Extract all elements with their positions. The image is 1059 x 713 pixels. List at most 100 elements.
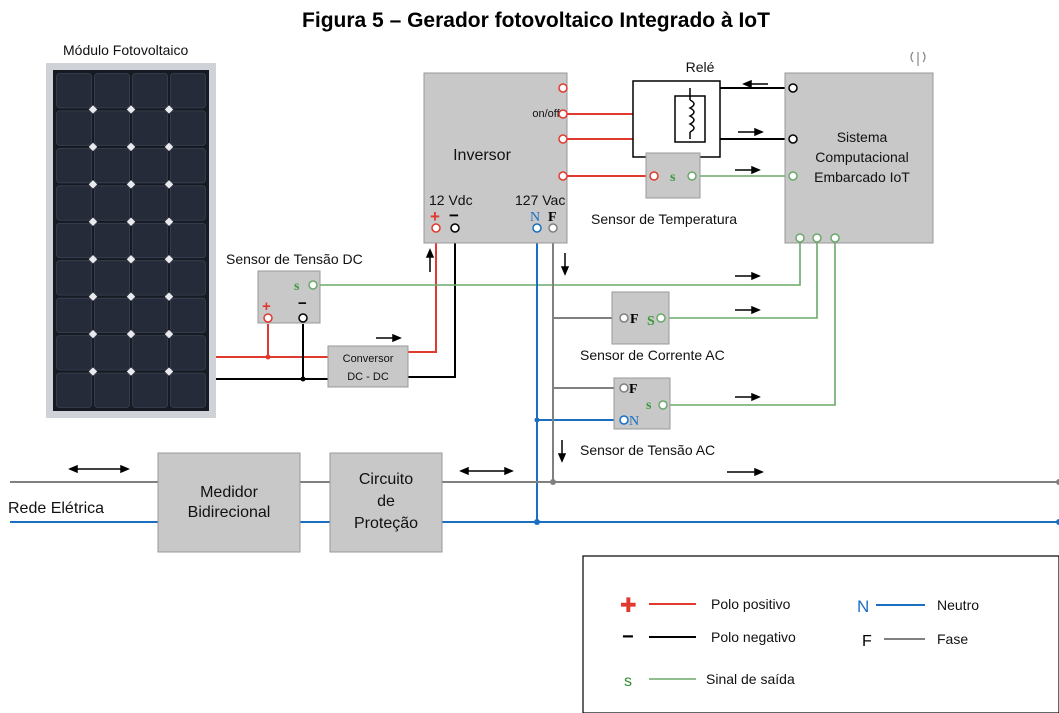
sensor-temperatura-block: s Sensor de Temperatura	[591, 152, 737, 227]
panel-cell-joint	[164, 217, 174, 227]
sensor-dc-pos: +	[262, 298, 271, 315]
panel-cell	[94, 260, 130, 296]
panel-cell	[170, 372, 206, 408]
inversor-n-symbol: N	[530, 210, 540, 225]
panel-cell	[56, 147, 92, 184]
panel-cell-joint	[126, 142, 136, 152]
sensor-tensao-ac-label: Sensor de Tensão AC	[580, 442, 715, 458]
panel-cell	[132, 335, 168, 371]
panel-label: Módulo Fotovoltaico	[63, 42, 189, 58]
legend-negative-symbol: −	[622, 626, 634, 648]
panel-cell	[132, 110, 168, 146]
medidor-line2: Bidirecional	[188, 504, 271, 521]
solar-panel-image	[46, 63, 216, 418]
conversor-block: Conversor DC - DC	[327, 345, 409, 388]
panel-cell	[94, 297, 130, 334]
panel-cell	[132, 297, 168, 334]
panel-cell-joint	[164, 292, 174, 301]
panel-cell	[170, 73, 206, 109]
sensor-corrente-s: S	[647, 314, 655, 329]
sensor-dc-label: Sensor de Tensão DC	[226, 251, 363, 267]
conversor-line2: DC - DC	[347, 371, 389, 383]
panel-cell-joint	[88, 142, 98, 152]
panel-cell-joint	[164, 254, 174, 264]
legend-negative-label: Polo negativo	[711, 629, 796, 645]
sensor-tensao-ac-f: F	[629, 382, 638, 397]
panel-cell	[132, 73, 168, 109]
circuito-line2: de	[377, 493, 395, 510]
wifi-antenna-icon	[910, 51, 926, 66]
panel-cell	[132, 372, 168, 408]
panel-cell	[170, 297, 206, 334]
panel-cell-joint	[88, 367, 98, 376]
panel-cell	[170, 335, 206, 371]
panel-cell	[56, 73, 92, 109]
sistema-line2: Computacional	[815, 149, 908, 165]
panel-cell	[56, 297, 92, 334]
rele-block: Relé	[632, 59, 721, 158]
panel-cell-joint	[164, 329, 174, 339]
inversor-f-symbol: F	[548, 210, 557, 225]
panel-cell	[94, 110, 130, 146]
legend-signal-symbol: s	[624, 673, 632, 690]
rele-label: Relé	[686, 59, 715, 75]
panel-cell	[94, 73, 130, 109]
panel-cell	[94, 147, 130, 184]
sensor-temp-label: Sensor de Temperatura	[591, 211, 737, 227]
panel-cell-joint	[126, 292, 136, 301]
circuito-block: Circuito de Proteção	[329, 452, 443, 553]
sensor-tensao-dc-block: Sensor de Tensão DC s + −	[226, 251, 363, 324]
figure-title: Figura 5 – Gerador fotovoltaico Integrad…	[302, 9, 770, 32]
sensor-temp-s: s	[670, 170, 676, 185]
legend-positive-symbol: ✚	[620, 593, 637, 617]
legend-neutral-symbol: N	[857, 597, 869, 616]
panel-cell	[56, 222, 92, 259]
panel-cell-joint	[88, 254, 98, 264]
panel-cell	[56, 335, 92, 371]
panel-cell-joint	[126, 367, 136, 376]
panel-cell-joint	[164, 142, 174, 152]
panel-cell	[56, 260, 92, 296]
inversor-neg-symbol: −	[449, 206, 459, 225]
sistema-line1: Sistema	[837, 129, 888, 145]
signal-wires	[314, 175, 836, 406]
panel-cell	[94, 185, 130, 221]
inversor-pos-symbol: +	[430, 207, 440, 226]
legend-neutral-label: Neutro	[937, 597, 979, 613]
panel-cell	[170, 222, 206, 259]
ac-label: 127 Vac	[515, 192, 565, 208]
panel-cell	[170, 185, 206, 221]
legend-positive-label: Polo positivo	[711, 596, 791, 612]
panel-cell	[170, 260, 206, 296]
panel-cell	[56, 110, 92, 146]
circuito-line1: Circuito	[359, 471, 413, 488]
flow-arrows	[68, 79, 768, 477]
circuito-line3: Proteção	[354, 515, 418, 532]
sistema-block: Sistema Computacional Embarcado IoT	[784, 51, 934, 244]
panel-cell	[170, 147, 206, 184]
legend: ✚ Polo positivo − Polo negativo s Sinal …	[582, 555, 1059, 713]
sensor-tensao-ac-s: s	[646, 398, 652, 413]
panel-cell	[94, 335, 130, 371]
medidor-line1: Medidor	[200, 484, 258, 501]
panel-cell-joint	[88, 329, 98, 339]
panel-cell-joint	[164, 180, 174, 189]
panel-cell-joint	[88, 217, 98, 227]
panel-cell-joint	[126, 105, 136, 114]
sensor-dc-s: s	[294, 279, 300, 294]
sistema-line3: Embarcado IoT	[814, 169, 910, 185]
panel-cell-joint	[88, 292, 98, 301]
legend-phase-symbol: F	[862, 633, 872, 650]
legend-phase-label: Fase	[937, 631, 968, 647]
panel-cell	[170, 110, 206, 146]
legend-signal-label: Sinal de saída	[706, 671, 795, 687]
panel-cell	[132, 222, 168, 259]
panel-cell	[94, 222, 130, 259]
inversor-label: Inversor	[453, 147, 511, 164]
rede-label: Rede Elétrica	[8, 500, 104, 517]
panel-cell-joint	[164, 367, 174, 376]
onoff-label: on/off	[532, 108, 560, 120]
panel-cell-joint	[126, 180, 136, 189]
sensor-corrente-f: F	[630, 312, 639, 327]
